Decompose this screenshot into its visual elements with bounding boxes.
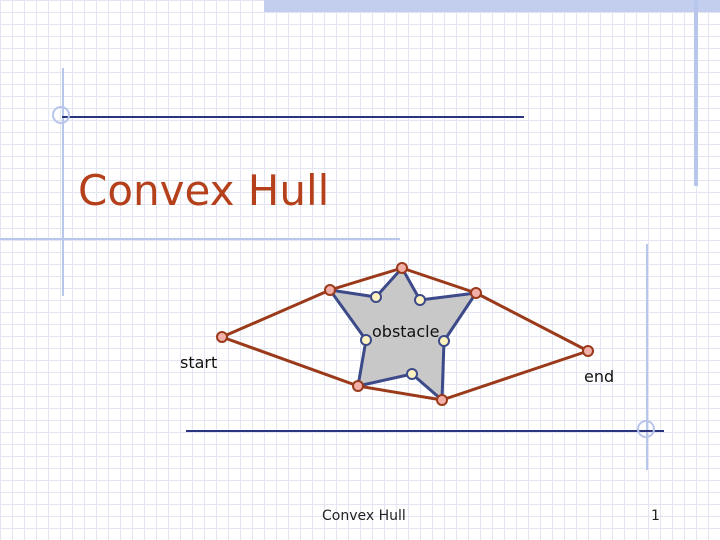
star-node xyxy=(370,291,382,303)
hull-node-end xyxy=(582,345,594,357)
obstacle-label: obstacle xyxy=(372,322,439,341)
slide-title: Convex Hull xyxy=(78,166,330,215)
right-edge-bar xyxy=(694,0,698,186)
end-label: end xyxy=(584,367,614,386)
start-label: start xyxy=(180,353,217,372)
hull-node xyxy=(436,394,448,406)
hull-node xyxy=(470,287,482,299)
lower-horizontal-rule xyxy=(186,430,664,432)
lower-circle-marker xyxy=(637,420,655,438)
hull-lower-path xyxy=(221,335,589,402)
star-node xyxy=(414,294,426,306)
hull-node xyxy=(396,262,408,274)
upper-horizontal-rule xyxy=(62,116,524,118)
hull-node xyxy=(324,284,336,296)
hull-node xyxy=(352,380,364,392)
star-node xyxy=(406,368,418,380)
title-underline-rule xyxy=(0,238,400,240)
footer-title: Convex Hull xyxy=(322,508,406,524)
right-vertical-rule xyxy=(646,244,648,470)
page-number: 1 xyxy=(651,508,660,524)
hull-node-start xyxy=(216,331,228,343)
star-node xyxy=(360,334,372,346)
left-vertical-rule xyxy=(62,68,64,296)
upper-circle-marker xyxy=(52,106,70,124)
top-right-banner xyxy=(264,0,720,12)
star-node xyxy=(438,335,450,347)
